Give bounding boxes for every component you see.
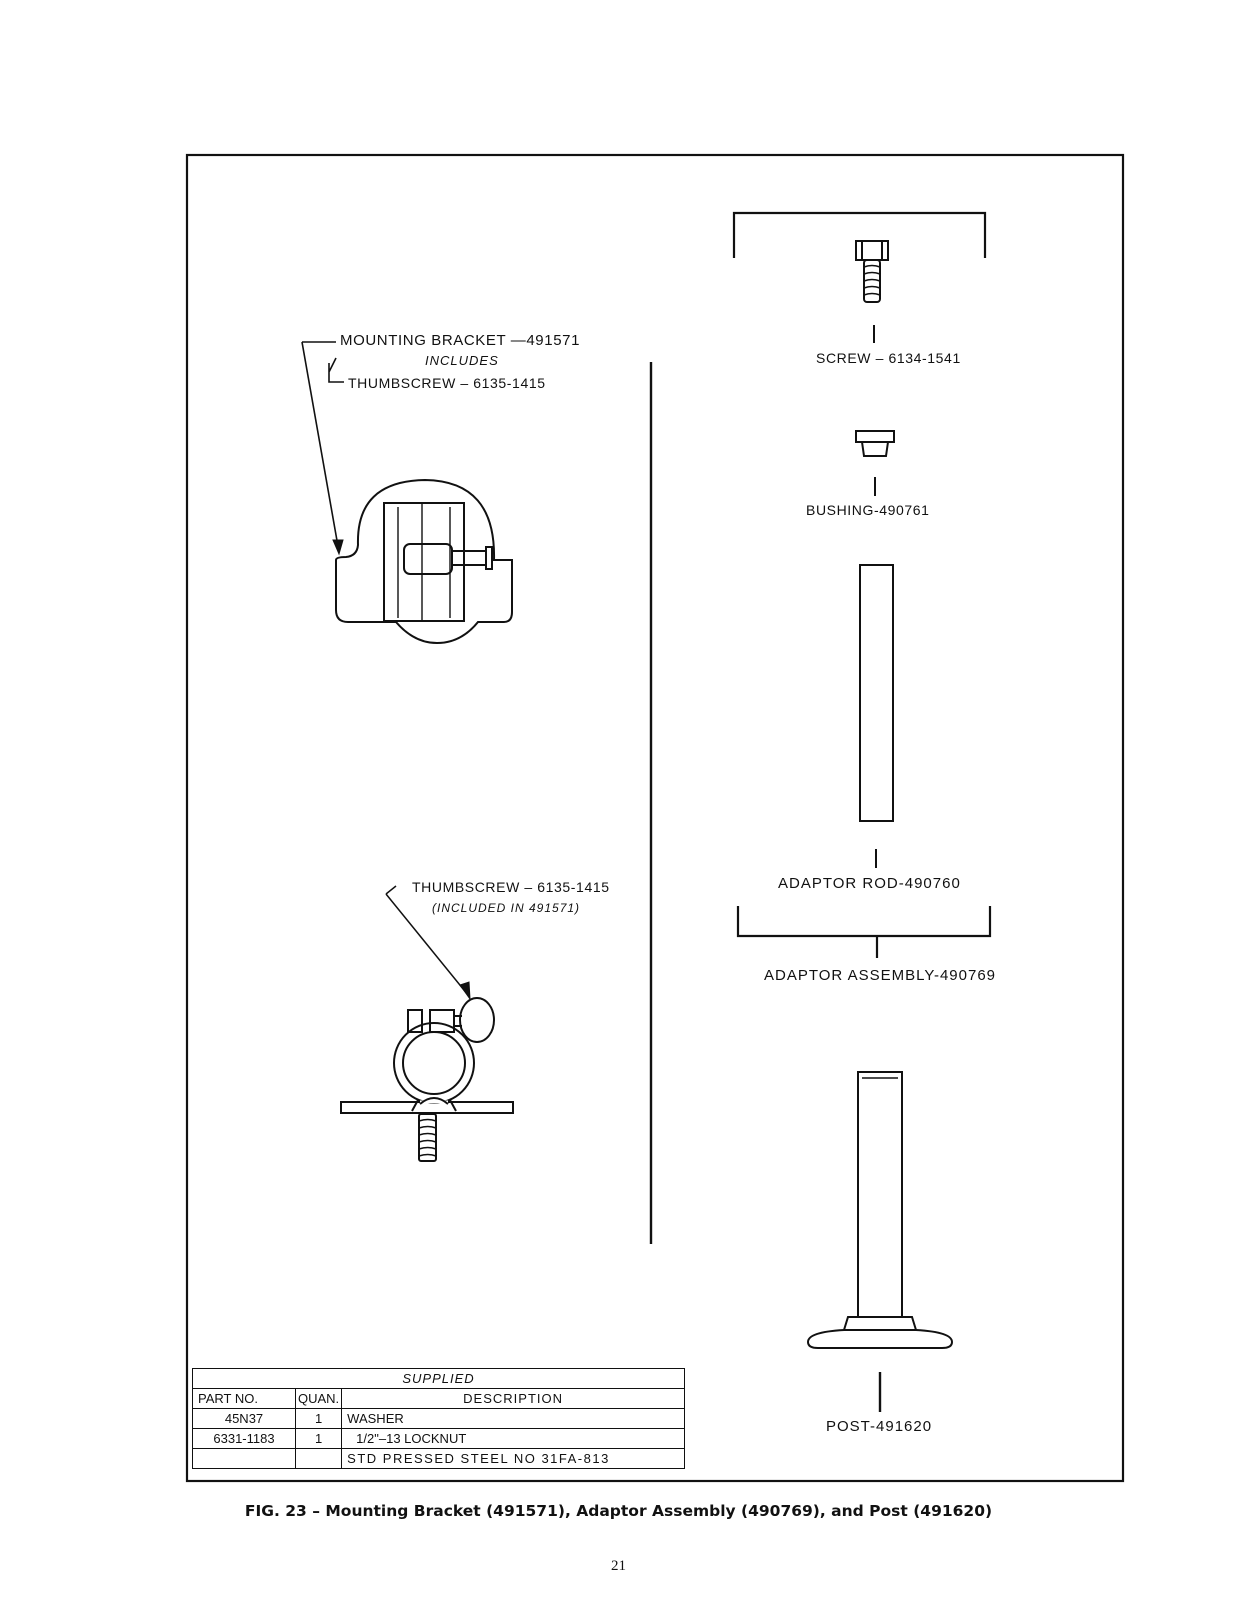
included-in-label: (INCLUDED IN 491571) [432, 901, 581, 915]
page-number: 21 [611, 1558, 626, 1574]
cell-quan: 1 [294, 1428, 343, 1449]
screw-label: SCREW – 6134-1541 [816, 350, 961, 366]
header-part-no: PART NO. [192, 1388, 296, 1409]
table-header-row: PART NO. QUAN. DESCRIPTION [192, 1388, 685, 1409]
figure-caption: FIG. 23 – Mounting Bracket (491571), Ada… [244, 1502, 993, 1520]
thumbscrew-leader [385, 885, 471, 1001]
bushing-drawing [855, 430, 895, 457]
screw-drawing [855, 240, 889, 303]
table-row: STD PRESSED STEEL NO 31FA-813 [192, 1448, 685, 1469]
table-title: SUPPLIED [192, 1368, 685, 1389]
supplied-parts-table: SUPPLIED PART NO. QUAN. DESCRIPTION 45N3… [192, 1368, 685, 1469]
thumbscrew-top-label: THUMBSCREW – 6135-1415 [348, 375, 546, 391]
cell-description: WASHER [341, 1408, 685, 1429]
cell-quan [294, 1448, 343, 1469]
adaptor-rod-label: ADAPTOR ROD-490760 [778, 875, 961, 892]
adaptor-group-top-bracket [732, 211, 987, 258]
cell-part-no [192, 1448, 296, 1469]
adaptor-assembly-bracket [736, 906, 992, 958]
adaptor-assembly-label: ADAPTOR ASSEMBLY-490769 [764, 967, 997, 984]
mounting-bracket-label: MOUNTING BRACKET —491571 [340, 332, 581, 349]
thumbscrew-mid-label: THUMBSCREW – 6135-1415 [412, 879, 610, 895]
table-row: 6331-1183 1 1/2"–13 LOCKNUT [192, 1428, 685, 1449]
header-quan: QUAN. [294, 1388, 343, 1409]
cell-part-no: 6331-1183 [192, 1428, 296, 1449]
table-title-row: SUPPLIED [192, 1368, 685, 1389]
post-drawing [806, 1071, 954, 1349]
header-description: DESCRIPTION [341, 1388, 685, 1409]
cell-description: 1/2"–13 LOCKNUT [341, 1428, 685, 1449]
figure-frame [185, 153, 1125, 1483]
mounting-bracket-top-view [335, 478, 513, 645]
bushing-label: BUSHING-490761 [806, 502, 930, 518]
adaptor-rod-drawing [859, 564, 894, 822]
post-label: POST-491620 [826, 1418, 933, 1435]
bracket-side-view [340, 997, 514, 1162]
includes-label: INCLUDES [425, 353, 499, 368]
mounting-bracket-leader [301, 341, 344, 556]
table-row: 45N37 1 WASHER [192, 1408, 685, 1429]
cell-description: STD PRESSED STEEL NO 31FA-813 [341, 1448, 685, 1469]
cell-part-no: 45N37 [192, 1408, 296, 1429]
cell-quan: 1 [294, 1408, 343, 1429]
